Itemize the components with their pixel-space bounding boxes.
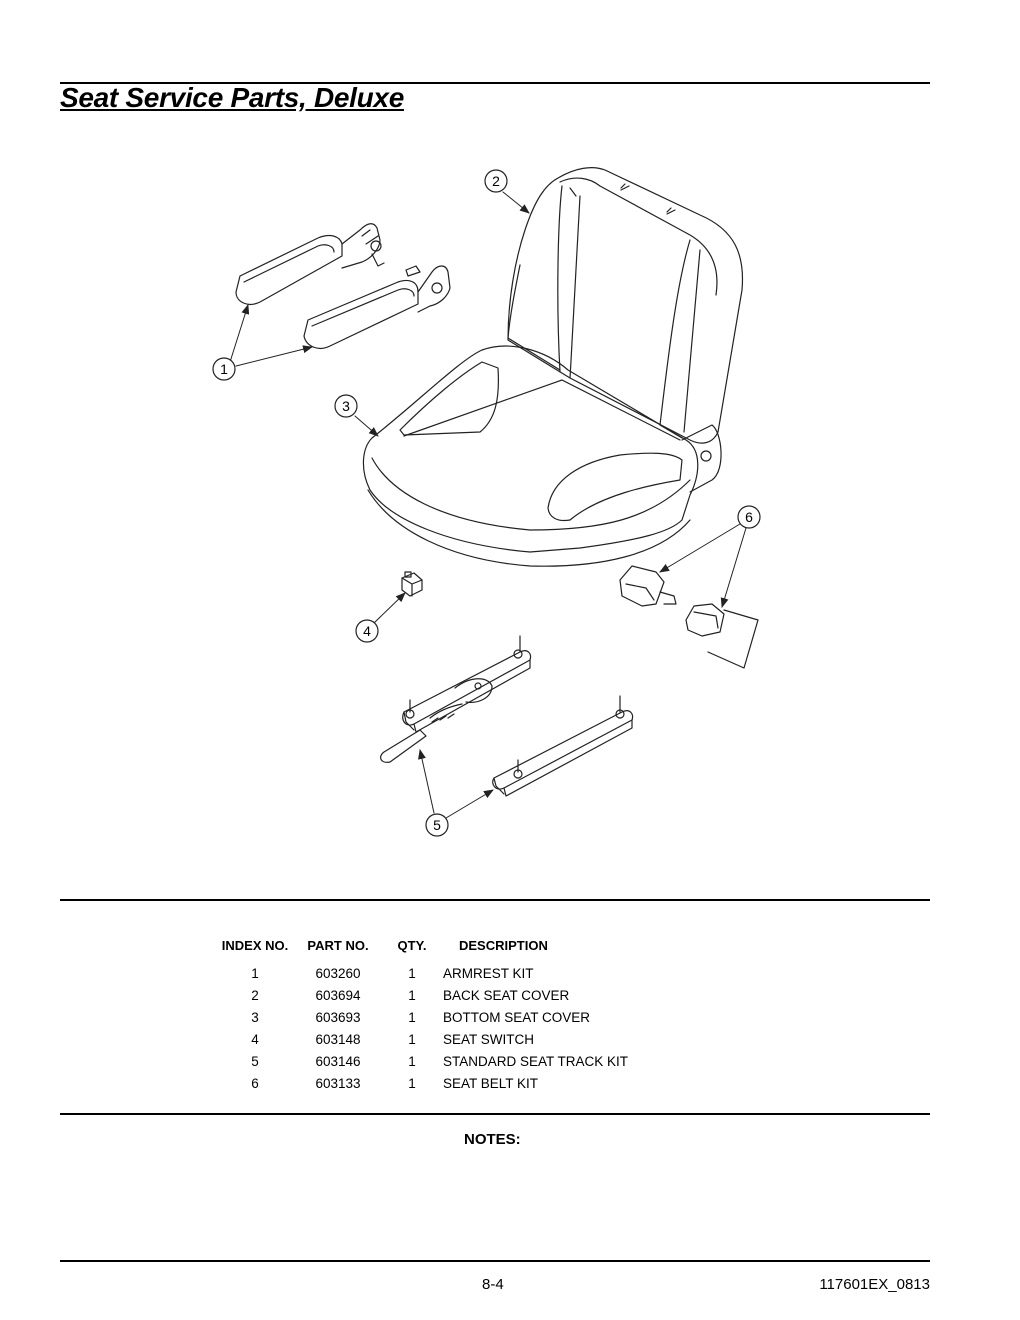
callout-6: 6 [737, 505, 761, 529]
row-index: 1 [251, 966, 259, 981]
row-part: 603693 [315, 1010, 361, 1025]
seat-back-illustration [507, 167, 744, 444]
seat-tracks-illustration [380, 635, 634, 797]
row-qty: 1 [408, 1054, 416, 1069]
callout-1-label: 1 [220, 361, 228, 377]
row-description: BACK SEAT COVER [443, 988, 570, 1003]
top-rule [60, 82, 930, 84]
row-part: 603260 [315, 966, 361, 981]
row-qty: 1 [408, 966, 416, 981]
parts-table: INDEX NO. PART NO. QTY. DESCRIPTION 1 60… [215, 938, 719, 1095]
header-qty: QTY. [397, 938, 427, 953]
table-top-rule [60, 899, 930, 901]
callout-4: 4 [355, 619, 379, 643]
header-part: PART NO. [307, 938, 369, 953]
row-index: 5 [251, 1054, 259, 1069]
table-row: 4 603148 1 SEAT SWITCH [215, 1029, 719, 1051]
footer-rule [60, 1260, 930, 1262]
row-description: SEAT BELT KIT [443, 1076, 539, 1091]
callout-5: 5 [425, 813, 449, 837]
exploded-parts-diagram: 1 2 3 4 5 6 [212, 167, 761, 837]
armrests-illustration [235, 223, 451, 349]
row-qty: 1 [408, 1076, 416, 1091]
callout-3-label: 3 [342, 398, 350, 414]
callout-5-label: 5 [433, 817, 441, 833]
parts-table-header: INDEX NO. PART NO. QTY. DESCRIPTION [215, 938, 719, 963]
row-index: 6 [251, 1076, 259, 1091]
callout-4-label: 4 [363, 623, 371, 639]
row-qty: 1 [408, 1032, 416, 1047]
table-row: 2 603694 1 BACK SEAT COVER [215, 985, 719, 1007]
notes-label: NOTES: [464, 1131, 521, 1148]
row-index: 4 [251, 1032, 259, 1047]
callout-1: 1 [212, 357, 236, 381]
seat-belt-illustration [619, 565, 759, 669]
document-code: 117601EX_0813 [819, 1276, 930, 1293]
row-description: SEAT SWITCH [443, 1032, 535, 1047]
table-row: 1 603260 1 ARMREST KIT [215, 963, 719, 985]
callout-6-label: 6 [745, 509, 753, 525]
seat-bottom-illustration [362, 345, 722, 567]
row-qty: 1 [408, 1010, 416, 1025]
callout-2-label: 2 [492, 173, 500, 189]
table-row: 6 603133 1 SEAT BELT KIT [215, 1073, 719, 1095]
row-description: BOTTOM SEAT COVER [443, 1010, 591, 1025]
row-part: 603148 [315, 1032, 361, 1047]
row-index: 3 [251, 1010, 259, 1025]
table-row: 3 603693 1 BOTTOM SEAT COVER [215, 1007, 719, 1029]
table-bottom-rule [60, 1113, 930, 1115]
header-description: DESCRIPTION [459, 938, 548, 953]
page-number: 8-4 [482, 1276, 504, 1293]
row-qty: 1 [408, 988, 416, 1003]
table-row: 5 603146 1 STANDARD SEAT TRACK KIT [215, 1051, 719, 1073]
page-title: Seat Service Parts, Deluxe [60, 82, 404, 113]
callout-2: 2 [484, 169, 508, 193]
row-description: ARMREST KIT [443, 966, 534, 981]
row-part: 603694 [315, 988, 361, 1003]
callout-3: 3 [334, 394, 358, 418]
leader-lines [229, 191, 747, 819]
row-index: 2 [251, 988, 259, 1003]
row-part: 603133 [315, 1076, 361, 1091]
header-index: INDEX NO. [221, 938, 289, 953]
seat-switch-illustration [401, 571, 423, 597]
row-part: 603146 [315, 1054, 361, 1069]
row-description: STANDARD SEAT TRACK KIT [443, 1054, 629, 1069]
